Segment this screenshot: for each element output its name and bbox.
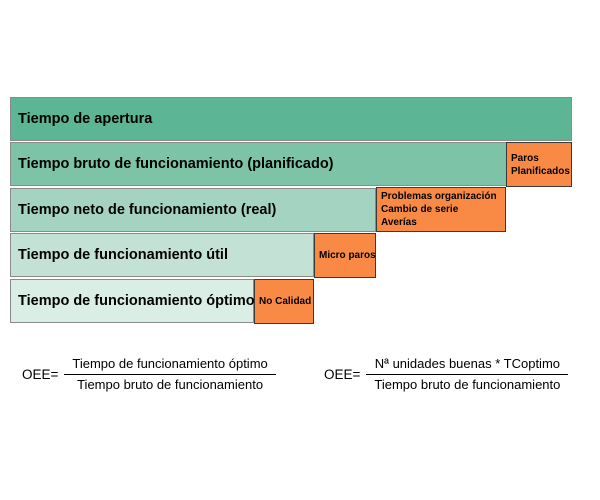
fraction: Nª unidades buenas * TCoptimo Tiempo bru… <box>366 356 569 393</box>
oee-formula-units: OEE= Nª unidades buenas * TCoptimo Tiemp… <box>324 356 569 393</box>
loss-line: Cambio de serie <box>381 204 459 215</box>
loss-line: No Calidad <box>259 296 312 307</box>
bar-tiempo-neto: Tiempo neto de funcionamiento (real) <box>10 188 376 232</box>
numerator: Tiempo de funcionamiento óptimo <box>72 356 268 371</box>
loss-problemas-organizacion: Problemas organización Cambio de serie A… <box>376 187 506 232</box>
bar-tiempo-util: Tiempo de funcionamiento útil <box>10 233 314 277</box>
denominator: Tiempo bruto de funcionamiento <box>77 377 264 392</box>
oee-label: OEE= <box>22 367 59 382</box>
bar-tiempo-bruto: Tiempo bruto de funcionamiento (planific… <box>10 142 507 186</box>
loss-micro-paros: Micro paros <box>314 233 376 278</box>
oee-label: OEE= <box>324 367 361 382</box>
bar-label: Tiempo de apertura <box>18 111 153 127</box>
bar-label: Tiempo neto de funcionamiento (real) <box>18 202 277 218</box>
fraction: Tiempo de funcionamiento óptimo Tiempo b… <box>64 356 276 393</box>
fraction-line <box>64 374 276 375</box>
numerator: Nª unidades buenas * TCoptimo <box>374 356 561 371</box>
oee-formula-time: OEE= Tiempo de funcionamiento óptimo Tie… <box>22 356 276 393</box>
fraction-line <box>366 374 569 375</box>
loss-no-calidad: No Calidad <box>254 279 314 324</box>
loss-paros-planificados: Paros Planificados <box>506 142 572 187</box>
bar-label: Tiempo de funcionamiento óptimo <box>18 293 255 309</box>
bar-tiempo-apertura: Tiempo de apertura <box>10 97 572 141</box>
loss-line: Averías <box>381 217 417 228</box>
loss-line: Micro paros <box>319 250 376 261</box>
loss-line: Paros <box>511 152 539 164</box>
loss-line: Problemas organización <box>381 191 497 202</box>
bar-tiempo-optimo: Tiempo de funcionamiento óptimo <box>10 279 255 323</box>
bar-label: Tiempo de funcionamiento útil <box>18 247 228 263</box>
denominator: Tiempo bruto de funcionamiento <box>374 377 561 392</box>
bar-label: Tiempo bruto de funcionamiento (planific… <box>18 156 334 172</box>
loss-line: Planificados <box>511 165 570 177</box>
